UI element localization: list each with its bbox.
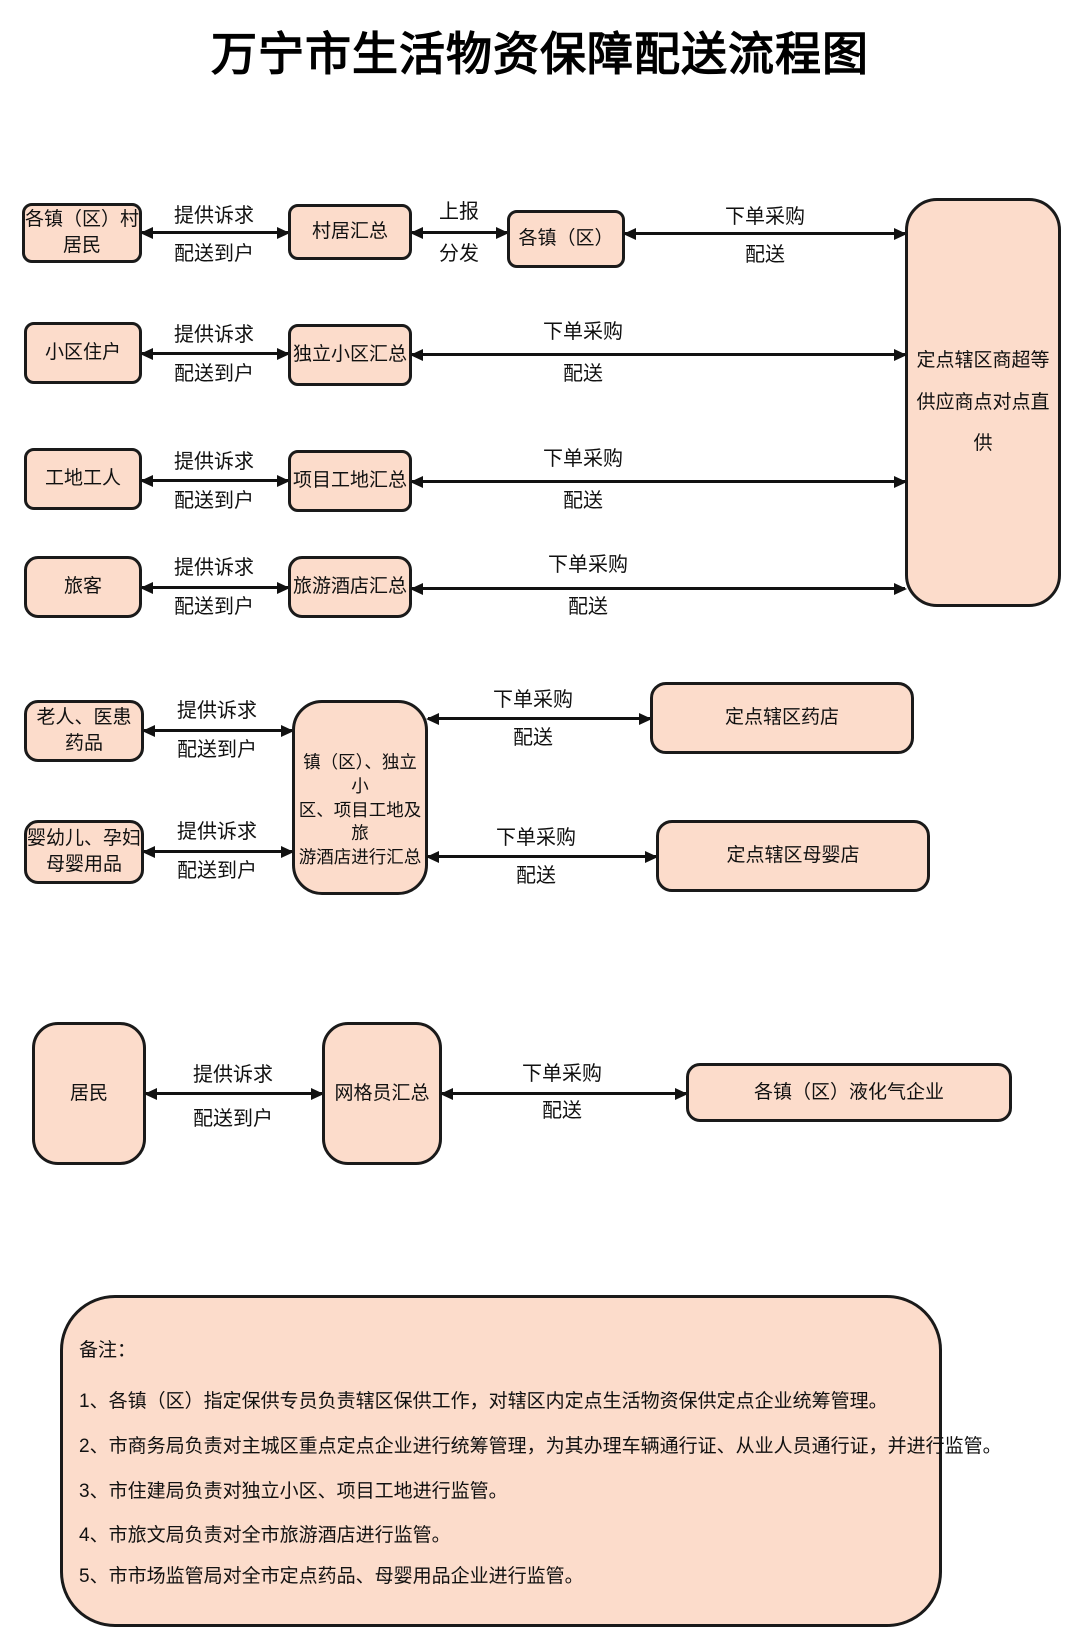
node-towns-districts: 各镇（区） — [507, 210, 625, 268]
edge-label-deliver-row1: 配送 — [745, 244, 785, 266]
edge-label-distribute: 分发 — [439, 243, 479, 265]
edge-label-deliver-to-door-mid1: 配送到户 — [177, 739, 257, 761]
arrow-village-summary-towns — [412, 231, 507, 234]
edge-label-deliver-to-door-row2: 配送到户 — [174, 363, 254, 385]
edge-label-order-purchase-row3: 下单采购 — [543, 448, 623, 470]
edge-label-deliver-bottom: 配送 — [542, 1100, 582, 1122]
arrow-community-residents-community-summary — [142, 352, 288, 355]
note-item-1: 1、各镇（区）指定保供专员负责辖区保供工作，对辖区内定点生活物资保供定点企业统筹… — [79, 1391, 888, 1412]
node-elderly-patients-medicine: 老人、医患 药品 — [24, 700, 144, 762]
edge-label-deliver-to-door-mid2: 配送到户 — [177, 860, 257, 882]
edge-label-deliver-mid1: 配送 — [513, 727, 553, 749]
arrow-central-summary-maternity-store — [428, 855, 656, 858]
note-item-5: 5、市市场监管局对全市定点药品、母婴用品企业进行监管。 — [79, 1566, 584, 1587]
node-infants-pregnant-supplies: 婴幼儿、孕妇 母婴用品 — [24, 820, 144, 884]
arrow-hotel-summary-supplier-hub — [412, 587, 905, 590]
edge-label-order-purchase-row2: 下单采购 — [543, 321, 623, 343]
node-grid-worker-summary: 网格员汇总 — [322, 1022, 442, 1165]
node-tourists: 旅客 — [24, 556, 142, 618]
node-site-summary: 项目工地汇总 — [288, 450, 412, 512]
edge-label-provide-demand-mid2: 提供诉求 — [177, 821, 257, 843]
edge-label-provide-demand-bottom: 提供诉求 — [193, 1064, 273, 1086]
edge-label-order-purchase-row4: 下单采购 — [548, 554, 628, 576]
node-village-residents: 各镇（区）村 居民 — [22, 203, 142, 263]
edge-label-deliver-to-door-bottom: 配送到户 — [193, 1108, 273, 1130]
arrow-infants-central-summary — [144, 850, 292, 853]
edge-label-order-purchase-mid1: 下单采购 — [493, 689, 573, 711]
edge-label-deliver-to-door-row3: 配送到户 — [174, 490, 254, 512]
edge-label-deliver-row3: 配送 — [563, 490, 603, 512]
node-supplier-hub: 定点辖区商超等 供应商点对点直供 — [905, 198, 1061, 607]
node-gas-companies: 各镇（区）液化气企业 — [686, 1063, 1012, 1122]
edge-label-order-purchase-row1: 下单采购 — [725, 206, 805, 228]
note-item-4: 4、市旅文局负责对全市旅游酒店进行监管。 — [79, 1525, 451, 1546]
notes-box: 备注： 1、各镇（区）指定保供专员负责辖区保供工作，对辖区内定点生活物资保供定点… — [60, 1295, 1002, 1627]
notes-heading: 备注： — [79, 1340, 137, 1361]
node-pharmacy: 定点辖区药店 — [650, 682, 914, 754]
arrow-tourists-hotel-summary — [142, 586, 288, 589]
arrow-elderly-central-summary — [144, 729, 292, 732]
node-community-summary: 独立小区汇总 — [288, 324, 412, 386]
arrow-community-summary-supplier-hub — [412, 353, 905, 356]
edge-label-deliver-mid2: 配送 — [516, 865, 556, 887]
edge-label-provide-demand-row3: 提供诉求 — [174, 451, 254, 473]
edge-label-deliver-row2: 配送 — [563, 363, 603, 385]
arrow-grid-worker-gas-companies — [442, 1092, 686, 1095]
edge-label-provide-demand-row4: 提供诉求 — [174, 557, 254, 579]
node-site-workers: 工地工人 — [24, 448, 142, 510]
node-maternity-store: 定点辖区母婴店 — [656, 820, 930, 892]
arrow-village-residents-village-summary — [142, 231, 288, 234]
arrow-residents-grid-worker-summary — [146, 1092, 322, 1095]
node-village-summary: 村居汇总 — [288, 204, 412, 260]
edge-label-deliver-to-door-row1: 配送到户 — [174, 243, 254, 265]
edge-label-provide-demand-row1: 提供诉求 — [174, 205, 254, 227]
arrow-site-summary-supplier-hub — [412, 480, 905, 483]
arrow-central-summary-pharmacy — [428, 717, 650, 720]
edge-label-provide-demand-row2: 提供诉求 — [174, 324, 254, 346]
note-item-3: 3、市住建局负责对独立小区、项目工地进行监管。 — [79, 1481, 508, 1502]
edge-label-report: 上报 — [439, 201, 479, 223]
edge-label-deliver-row4: 配送 — [568, 596, 608, 618]
arrow-site-workers-site-summary — [142, 479, 288, 482]
edge-label-provide-demand-mid1: 提供诉求 — [177, 700, 257, 722]
node-central-summary: 镇（区）、独立小 区、项目工地及旅 游酒店进行汇总 — [292, 700, 428, 895]
node-hotel-summary: 旅游酒店汇总 — [288, 556, 412, 618]
edge-label-order-purchase-mid2: 下单采购 — [496, 827, 576, 849]
edge-label-deliver-to-door-row4: 配送到户 — [174, 596, 254, 618]
page-title: 万宁市生活物资保障配送流程图 — [211, 28, 869, 80]
node-community-residents: 小区住户 — [24, 322, 142, 384]
note-item-2: 2、市商务局负责对主城区重点定点企业进行统筹管理，为其办理车辆通行证、从业人员通… — [79, 1436, 1002, 1457]
edge-label-order-purchase-bottom: 下单采购 — [522, 1063, 602, 1085]
node-residents: 居民 — [32, 1022, 146, 1165]
arrow-towns-supplier-hub — [625, 232, 905, 235]
